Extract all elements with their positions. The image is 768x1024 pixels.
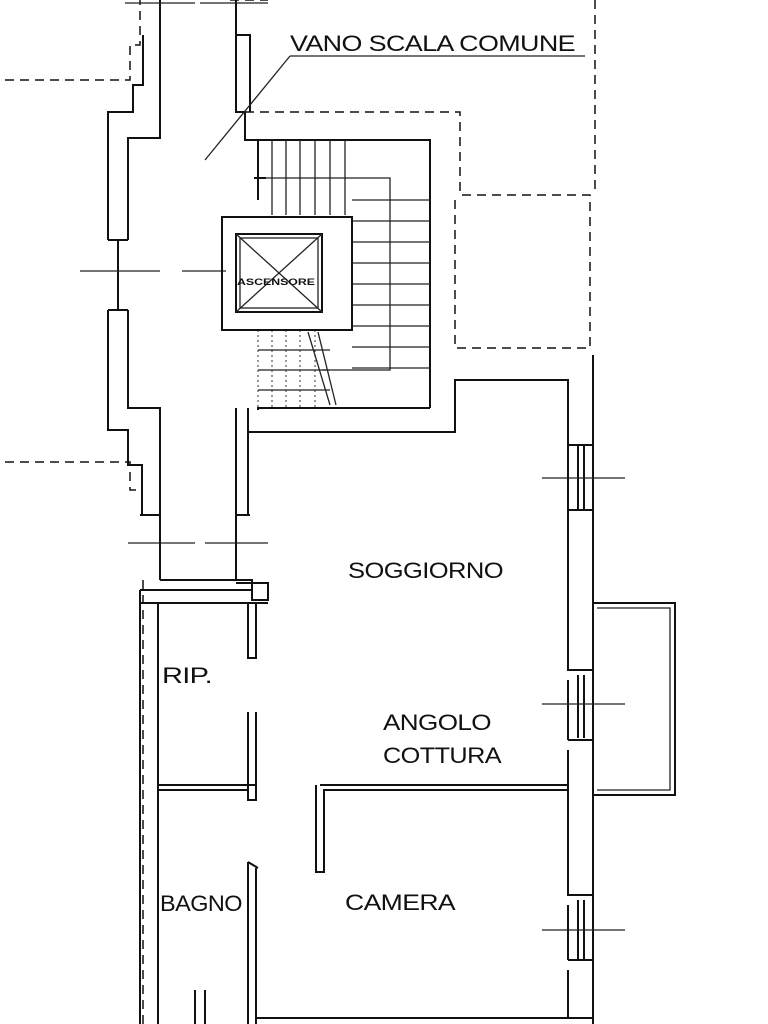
apartment-walls bbox=[139, 355, 594, 1024]
elevator-label: ASCENSORE bbox=[237, 277, 315, 287]
kitchen-label-line2: COTTURA bbox=[383, 743, 502, 768]
kitchen-label-line1: ANGOLO bbox=[383, 710, 491, 735]
windows-right bbox=[542, 445, 625, 960]
bathroom-label: BAGNO bbox=[160, 891, 242, 916]
living-room-label: SOGGIORNO bbox=[348, 558, 503, 583]
stairwell-walls bbox=[80, 0, 569, 580]
stairwell-leader-line bbox=[204, 55, 291, 161]
elevator bbox=[221, 216, 353, 331]
balcony bbox=[593, 602, 676, 796]
stairwell-label: VANO SCALA COMUNE bbox=[290, 31, 575, 56]
stairs bbox=[254, 140, 430, 408]
storage-label: RIP. bbox=[162, 663, 212, 688]
bedroom-label: CAMERA bbox=[345, 890, 456, 915]
